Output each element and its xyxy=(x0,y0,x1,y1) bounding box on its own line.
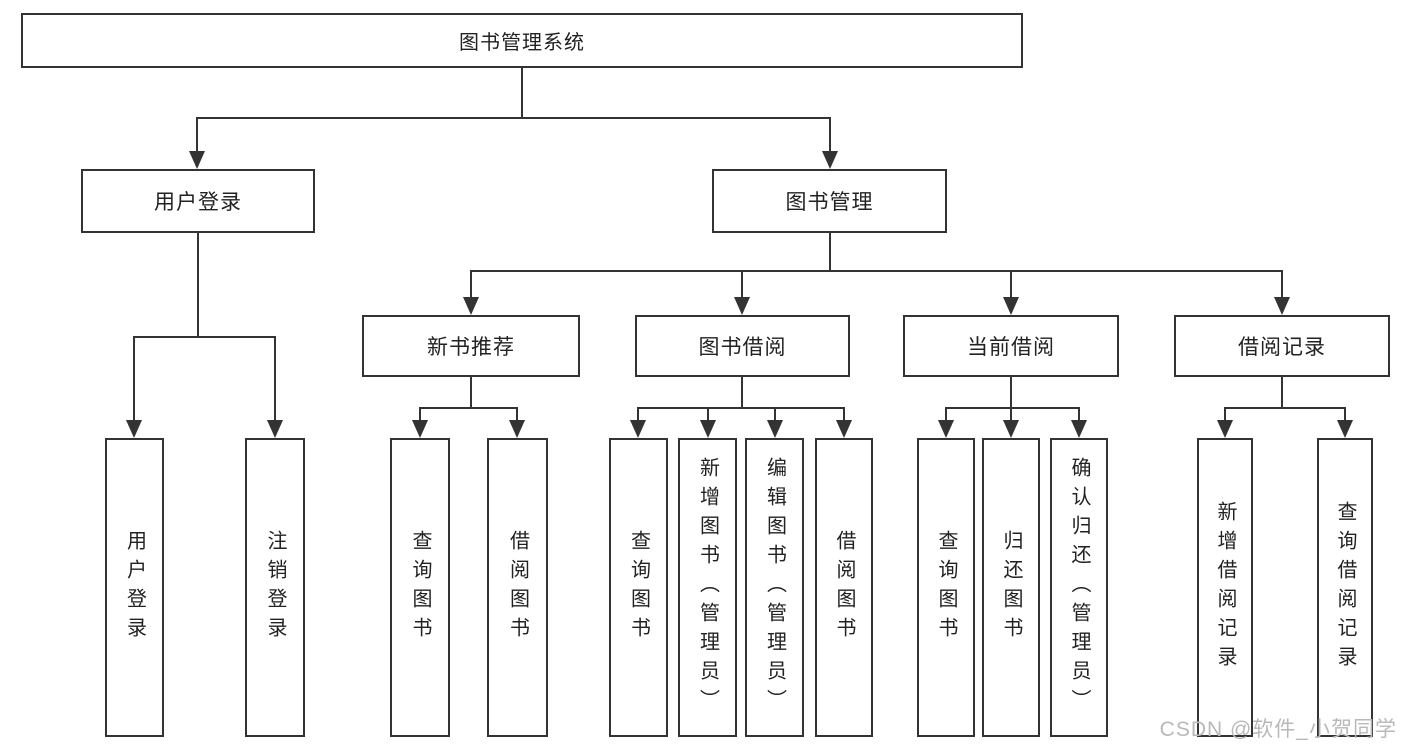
node-book-borrowing: 图书借阅 xyxy=(635,315,850,377)
node-label: 查询图书 xyxy=(935,529,957,646)
leaf-user-login: 用户登录 xyxy=(105,438,164,737)
leaf-edit-book-admin: 编辑图书（管理员） xyxy=(745,438,804,737)
node-label: 新书推荐 xyxy=(427,336,515,359)
node-label: 查询借阅记录 xyxy=(1334,500,1356,675)
leaf-borrow-books: 借阅图书 xyxy=(815,438,873,737)
node-user-login: 用户登录 xyxy=(81,169,315,233)
leaf-add-book-admin: 新增图书（管理员） xyxy=(678,438,737,737)
node-label: 图书管理系统 xyxy=(459,32,585,54)
node-label: 新增图书（管理员） xyxy=(696,457,719,718)
leaf-query-books-borrowing: 查询图书 xyxy=(609,438,668,737)
node-label: 新增借阅记录 xyxy=(1214,500,1236,675)
node-new-book-recommend: 新书推荐 xyxy=(362,315,580,377)
node-label: 用户登录 xyxy=(123,529,146,646)
node-label: 归还图书 xyxy=(1000,529,1022,646)
leaf-logout: 注销登录 xyxy=(245,438,305,737)
node-label: 图书借阅 xyxy=(698,336,787,359)
node-label: 借阅图书 xyxy=(506,529,529,646)
leaf-return-books: 归还图书 xyxy=(982,438,1040,737)
node-label: 当前借阅 xyxy=(967,336,1055,359)
node-book-management: 图书管理 xyxy=(712,169,947,233)
node-label: 图书管理 xyxy=(785,191,874,214)
node-label: 用户登录 xyxy=(154,191,242,214)
node-label: 查询图书 xyxy=(409,529,431,646)
node-label: 注销登录 xyxy=(264,529,286,646)
node-label: 借阅图书 xyxy=(833,529,855,646)
node-label: 查询图书 xyxy=(627,529,650,646)
leaf-borrow-books-recommend: 借阅图书 xyxy=(487,438,548,737)
node-borrowing-records: 借阅记录 xyxy=(1174,315,1390,377)
node-current-borrowing: 当前借阅 xyxy=(903,315,1119,377)
leaf-query-borrow-record: 查询借阅记录 xyxy=(1317,438,1373,737)
leaf-confirm-return-admin: 确认归还（管理员） xyxy=(1050,438,1108,737)
node-label: 借阅记录 xyxy=(1238,336,1326,359)
leaf-query-books-recommend: 查询图书 xyxy=(390,438,450,737)
leaf-query-books-current: 查询图书 xyxy=(917,438,975,737)
watermark: CSDN @软件_小贺同学 xyxy=(1159,718,1397,741)
node-label: 确认归还（管理员） xyxy=(1068,457,1090,718)
node-label: 编辑图书（管理员） xyxy=(763,457,786,718)
leaf-add-borrow-record: 新增借阅记录 xyxy=(1197,438,1253,737)
node-library-management-system: 图书管理系统 xyxy=(21,13,1023,68)
